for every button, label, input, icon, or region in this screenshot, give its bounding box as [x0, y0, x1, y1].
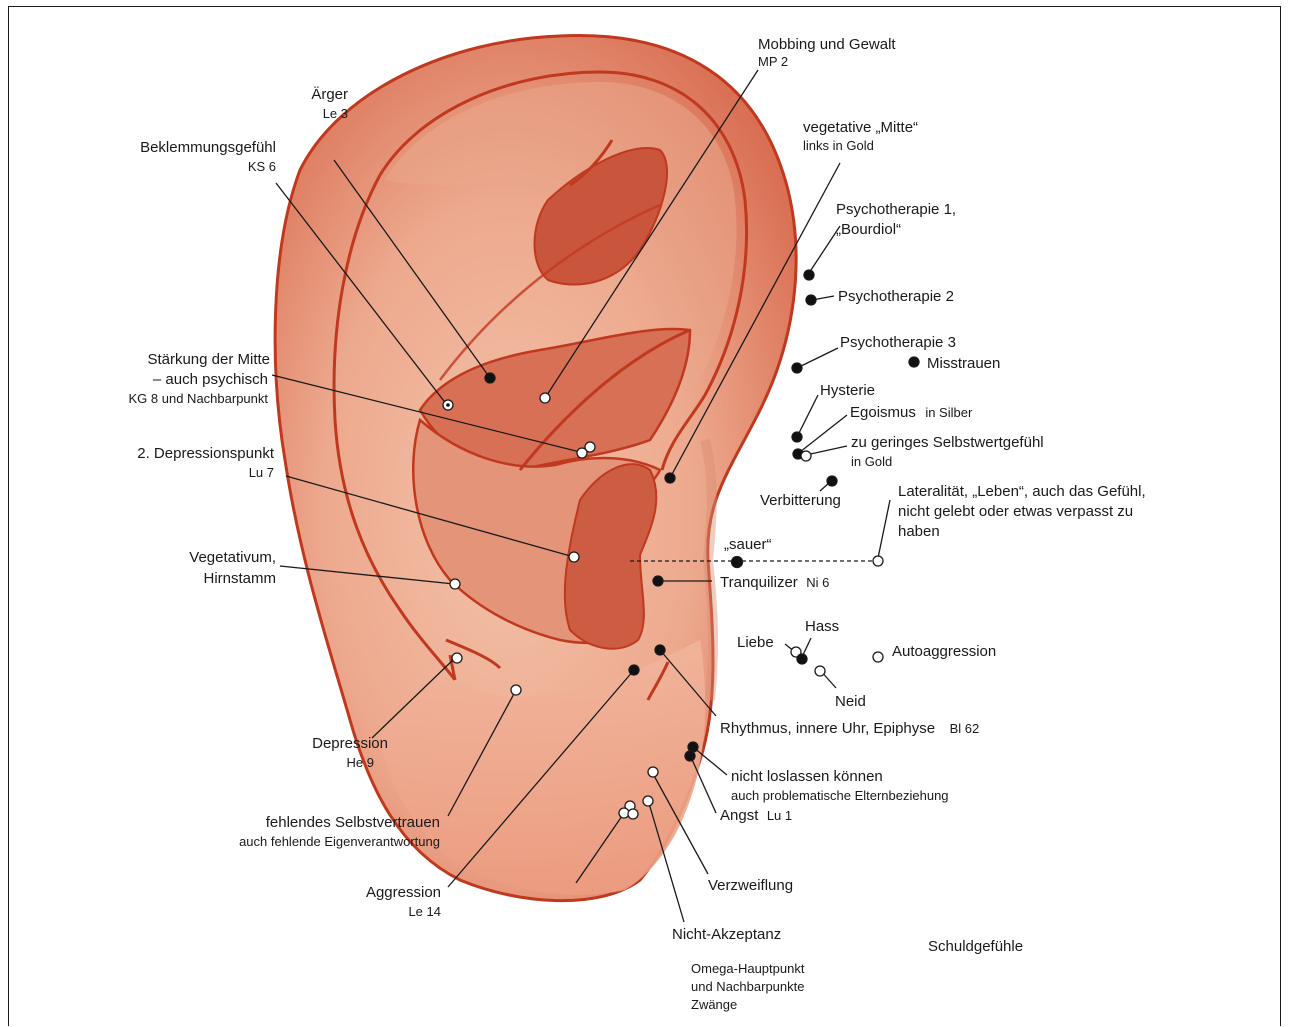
- label-rhythmus-title: Rhythmus, innere Uhr, Epiphyse: [720, 720, 935, 737]
- label-mobbing-title: Mobbing und Gewalt: [758, 36, 896, 53]
- label-psycho1-line1: Psychotherapie 1,: [836, 201, 956, 218]
- point-omega-3: [628, 809, 638, 819]
- label-beklemmung-sub: KS 6: [248, 159, 276, 174]
- label-psycho2: Psychotherapie 2: [838, 288, 954, 305]
- label-vegetative-mitte-title: vegetative „Mitte“: [803, 119, 918, 136]
- label-psycho1-line2: „Bourdiol“: [836, 221, 901, 238]
- label-vegetativum-line1: Vegetativum,: [189, 549, 276, 566]
- label-nicht-akzeptanz: Nicht-Akzeptanz: [672, 926, 781, 943]
- point-staerkung-2: [577, 448, 587, 458]
- point-selbstvertrauen: [511, 685, 521, 695]
- point-angst: [685, 751, 695, 761]
- label-schuld: Schuldgefühle: [928, 938, 1023, 955]
- label-egoismus-sub: in Silber: [925, 405, 973, 420]
- label-depression-title: Depression: [312, 735, 388, 752]
- label-omega-line1: Omega-Hauptpunkt: [691, 961, 805, 976]
- label-angst: Angst Lu 1: [720, 807, 792, 824]
- point-aerger: [485, 373, 495, 383]
- point-vegetativum: [450, 579, 460, 589]
- label-staerkung-line1: Stärkung der Mitte: [147, 351, 270, 368]
- point-beklemmung-center: [446, 403, 450, 407]
- point-mobbing: [540, 393, 550, 403]
- label-lateralitaet-line3: haben: [898, 523, 940, 540]
- label-rhythmus: Rhythmus, innere Uhr, Epiphyse Bl 62: [720, 720, 979, 737]
- point-lateralitaet: [873, 556, 883, 566]
- label-verbitterung: Verbitterung: [760, 492, 841, 509]
- point-verzweiflung: [648, 767, 658, 777]
- label-lateralitaet-line2: nicht gelebt oder etwas verpasst zu: [898, 503, 1133, 520]
- label-depression2-title: 2. Depressionspunkt: [137, 445, 275, 462]
- point-psycho3: [792, 363, 802, 373]
- label-aerger-sub: Le 3: [323, 106, 348, 121]
- point-hass: [797, 654, 807, 664]
- label-verzweiflung: Verzweiflung: [708, 877, 793, 894]
- label-misstrauen: Misstrauen: [927, 355, 1000, 372]
- label-autoaggression: Autoaggression: [892, 643, 996, 660]
- label-vegetativum-line2: Hirnstamm: [203, 570, 276, 587]
- point-sauer: [732, 557, 743, 568]
- label-hysterie: Hysterie: [820, 382, 875, 399]
- label-sauer: „sauer“: [724, 536, 772, 553]
- point-verbitterung: [827, 476, 837, 486]
- label-selbstvertrauen-sub: auch fehlende Eigenverantwortung: [239, 834, 440, 849]
- label-rhythmus-sub: Bl 62: [950, 721, 980, 736]
- point-rhythmus: [655, 645, 665, 655]
- point-depression: [452, 653, 462, 663]
- label-lateralitaet-line1: Lateralität, „Leben“, auch das Gefühl,: [898, 483, 1146, 500]
- label-neid: Neid: [835, 693, 866, 710]
- leader-hysterie: [797, 395, 818, 437]
- label-tranquilizer-sub: Ni 6: [806, 575, 829, 590]
- label-mobbing-sub: MP 2: [758, 54, 788, 69]
- label-vegetative-mitte-sub: links in Gold: [803, 138, 874, 153]
- label-depression-sub: He 9: [347, 755, 374, 770]
- point-selbstwert: [801, 451, 811, 461]
- point-neid: [815, 666, 825, 676]
- point-autoaggression: [873, 652, 883, 662]
- label-aerger-title: Ärger: [311, 86, 348, 103]
- point-nicht-akzeptanz: [643, 796, 653, 806]
- label-hass: Hass: [805, 618, 839, 635]
- point-psycho1: [804, 270, 814, 280]
- label-tranquilizer: Tranquilizer Ni 6: [720, 574, 829, 591]
- leader-selbstwert: [806, 446, 847, 455]
- label-loslassen-title: nicht loslassen können: [731, 768, 883, 785]
- label-depression2-sub: Lu 7: [249, 465, 274, 480]
- label-loslassen-sub: auch problematische Elternbeziehung: [731, 788, 949, 803]
- label-selbstwert-title: zu geringes Selbstwertgefühl: [851, 434, 1044, 451]
- label-angst-title: Angst: [720, 807, 759, 824]
- ear-illustration: [275, 36, 796, 901]
- leader-lateralitaet: [878, 500, 890, 558]
- label-omega-line2: und Nachbarpunkte: [691, 979, 804, 994]
- label-egoismus-title: Egoismus: [850, 404, 916, 421]
- point-tranquilizer: [653, 576, 663, 586]
- label-aggression-sub: Le 14: [408, 904, 441, 919]
- point-aggression: [629, 665, 639, 675]
- label-tranquilizer-title: Tranquilizer: [720, 574, 798, 591]
- label-selbstwert-sub: in Gold: [851, 454, 892, 469]
- label-beklemmung-title: Beklemmungsgefühl: [140, 139, 276, 156]
- label-selbstvertrauen-title: fehlendes Selbstvertrauen: [266, 814, 440, 831]
- point-misstrauen: [909, 357, 919, 367]
- point-depression2: [569, 552, 579, 562]
- label-staerkung-sub: KG 8 und Nachbarpunkt: [129, 391, 269, 406]
- point-hysterie: [792, 432, 802, 442]
- label-staerkung-line2: – auch psychisch: [153, 371, 268, 388]
- leader-psycho3: [797, 348, 838, 368]
- label-angst-sub: Lu 1: [767, 808, 792, 823]
- leader-egoismus: [800, 415, 847, 452]
- label-psycho3: Psychotherapie 3: [840, 334, 956, 351]
- point-vegetative-mitte: [665, 473, 675, 483]
- label-egoismus: Egoismus in Silber: [850, 404, 973, 421]
- label-liebe: Liebe: [737, 634, 774, 651]
- label-aggression-title: Aggression: [366, 884, 441, 901]
- point-psycho2: [806, 295, 816, 305]
- label-omega-line3: Zwänge: [691, 997, 737, 1012]
